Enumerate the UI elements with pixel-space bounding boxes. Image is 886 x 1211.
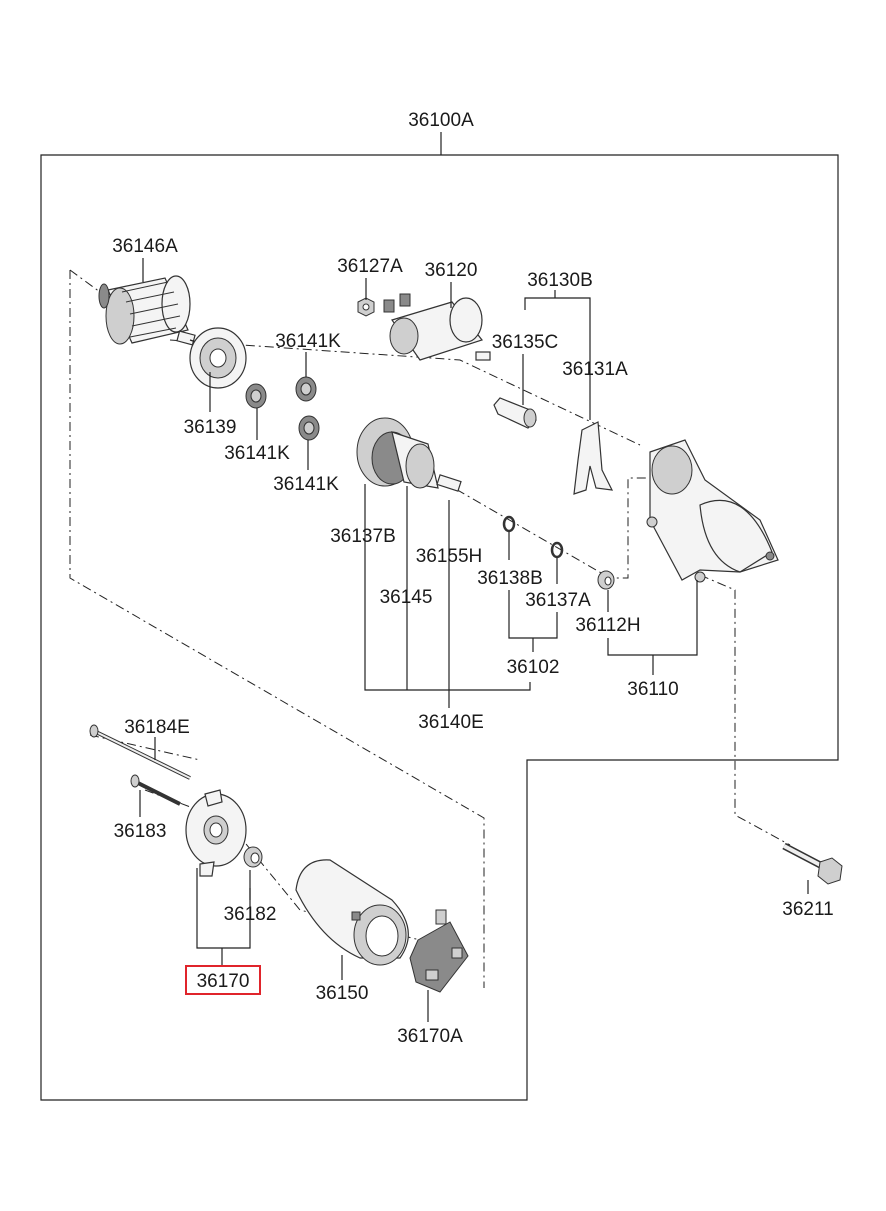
label-36150: 36150 <box>316 983 369 1004</box>
alignment-lines <box>69 269 791 988</box>
label-36141k-top: 36141K <box>275 331 341 352</box>
clutch-part[interactable] <box>356 417 462 492</box>
lever-part[interactable] <box>573 421 614 495</box>
assembly-frame <box>40 154 839 1101</box>
housing-part[interactable] <box>646 439 779 583</box>
end-frame-part[interactable] <box>185 789 247 877</box>
leader-lines <box>139 258 809 1022</box>
label-36139: 36139 <box>184 417 237 438</box>
ring-part-b[interactable] <box>502 515 516 533</box>
label-36141k-left: 36141K <box>224 443 290 464</box>
armature-part[interactable] <box>98 275 206 346</box>
gear-part-3[interactable] <box>298 415 320 441</box>
label-36100a: 36100A <box>408 110 474 131</box>
label-36138b: 36138B <box>477 568 543 589</box>
label-36145: 36145 <box>380 587 433 608</box>
label-36120: 36120 <box>425 260 478 281</box>
bushing-part[interactable] <box>597 570 615 590</box>
gear-part-1[interactable] <box>245 383 267 409</box>
through-bolt-part[interactable] <box>89 724 191 780</box>
highlight-box-36170 <box>185 965 261 995</box>
solenoid-part[interactable] <box>383 293 491 361</box>
label-36170a: 36170A <box>397 1026 463 1047</box>
label-36102: 36102 <box>507 657 560 678</box>
label-36146a: 36146A <box>112 236 178 257</box>
holder-part[interactable] <box>189 327 247 389</box>
label-36130b: 36130B <box>527 270 593 291</box>
mount-bolt-part[interactable] <box>782 842 843 885</box>
label-36141k-bottom: 36141K <box>273 474 339 495</box>
label-36211: 36211 <box>782 899 833 920</box>
label-36182: 36182 <box>224 904 277 925</box>
brush-holder-part[interactable] <box>409 909 469 993</box>
label-36110: 36110 <box>627 679 678 700</box>
ring-part-a[interactable] <box>550 541 564 559</box>
label-36127a: 36127A <box>337 256 403 277</box>
nut-part[interactable] <box>357 297 375 317</box>
label-36112h: 36112H <box>575 615 640 636</box>
yoke-part[interactable] <box>295 859 409 966</box>
label-36155h: 36155H <box>416 546 483 567</box>
label-36137a: 36137A <box>525 590 591 611</box>
label-36170[interactable]: 36170 <box>197 971 250 992</box>
bearing-part[interactable] <box>243 846 263 868</box>
label-36184e: 36184E <box>124 717 190 738</box>
label-36135c: 36135C <box>492 332 559 353</box>
label-36183: 36183 <box>114 821 167 842</box>
label-36131a: 36131A <box>562 359 628 380</box>
gear-part-2[interactable] <box>295 376 317 402</box>
label-36137b: 36137B <box>330 526 396 547</box>
plunger-part[interactable] <box>493 397 537 429</box>
label-36140e: 36140E <box>418 712 484 733</box>
screw-part[interactable] <box>130 774 181 806</box>
